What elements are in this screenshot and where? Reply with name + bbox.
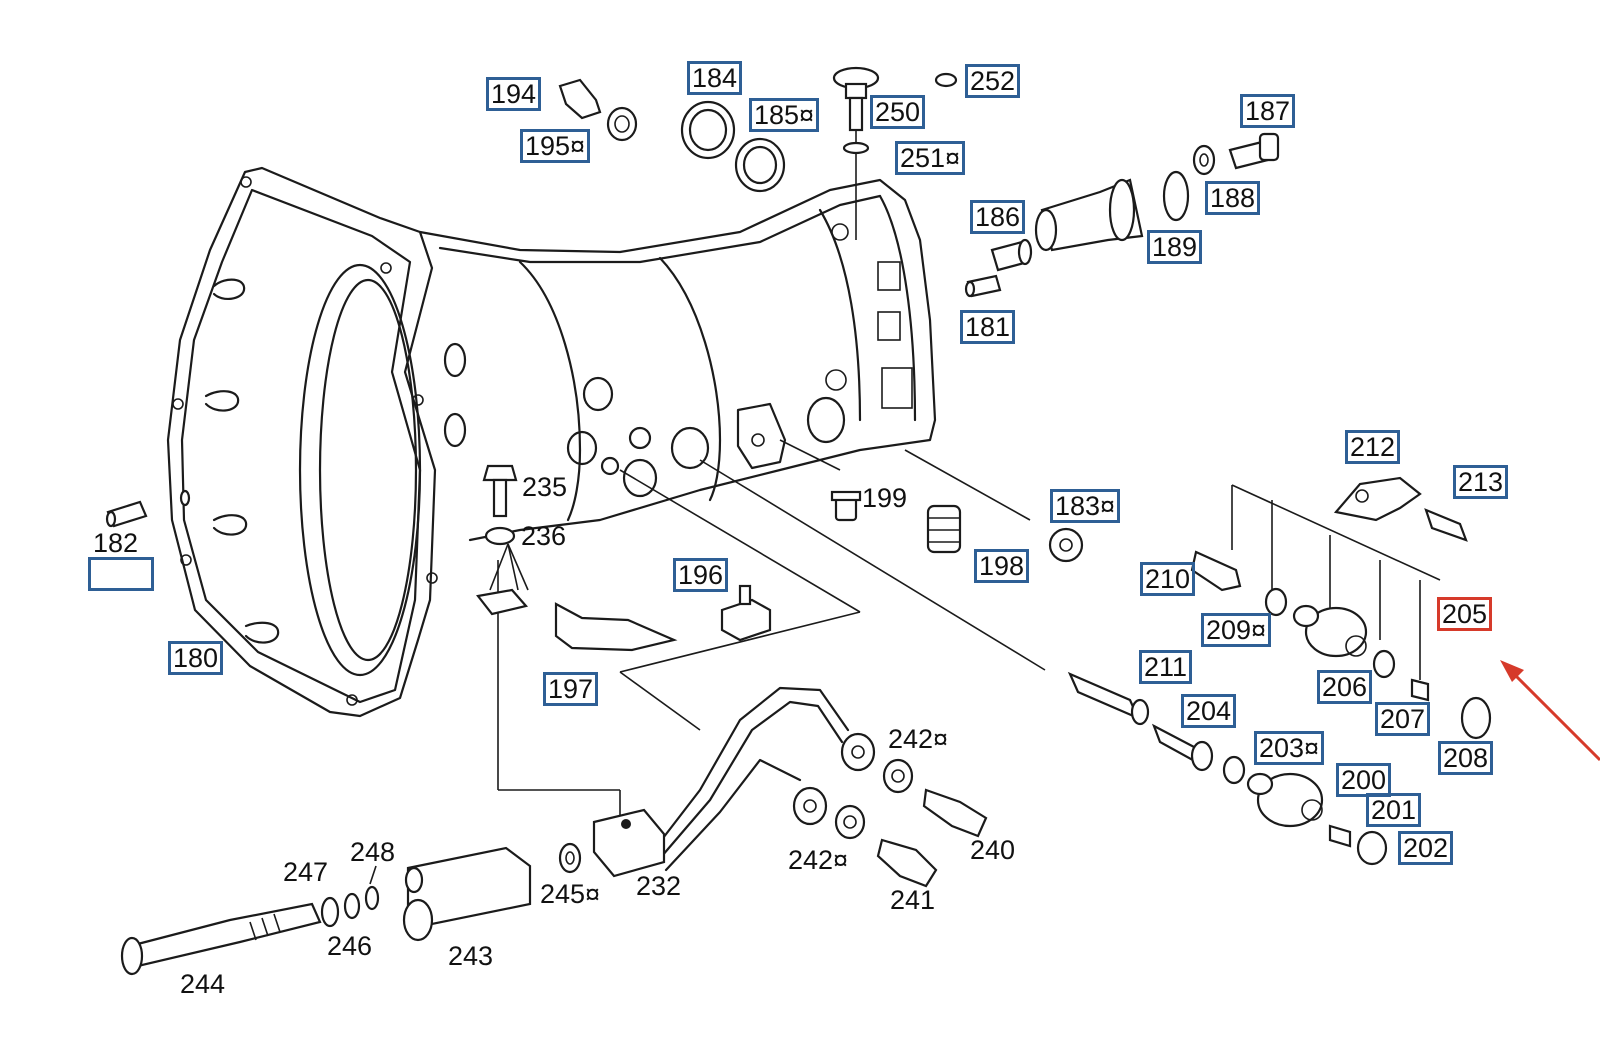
callout-189[interactable]: 189 [1147, 230, 1203, 264]
callout-244: 244 [180, 969, 226, 999]
callout-200[interactable]: 200 [1336, 763, 1392, 797]
callout-199: 199 [862, 483, 908, 513]
arrow-pointer-icon [1500, 660, 1600, 762]
callout-210[interactable]: 210 [1140, 562, 1196, 596]
callout-182: 182 [93, 528, 139, 558]
callout-248: 248 [350, 837, 396, 867]
callout-209[interactable]: 209¤ [1201, 613, 1272, 647]
callout-212[interactable]: 212 [1345, 430, 1401, 464]
callout-182-box[interactable] [88, 557, 154, 591]
callout-213[interactable]: 213 [1453, 465, 1509, 499]
callout-241: 241 [890, 885, 936, 915]
callout-250[interactable]: 250 [870, 95, 926, 129]
callout-252[interactable]: 252 [965, 64, 1021, 98]
callout-203[interactable]: 203¤ [1254, 731, 1325, 765]
parts [105, 66, 1492, 976]
callout-240: 240 [970, 835, 1016, 865]
callout-186[interactable]: 186 [970, 200, 1026, 234]
callout-232: 232 [636, 871, 682, 901]
callout-247: 247 [283, 857, 329, 887]
callout-211[interactable]: 211 [1139, 650, 1193, 684]
callout-242-lower: 242¤ [788, 845, 849, 875]
callout-242-upper: 242¤ [888, 724, 949, 754]
callout-235: 235 [522, 472, 568, 502]
transmission-housing [166, 166, 937, 718]
callout-206[interactable]: 206 [1317, 670, 1373, 704]
callout-184[interactable]: 184 [687, 61, 743, 95]
callout-236: 236 [521, 521, 567, 551]
callout-197[interactable]: 197 [543, 672, 599, 706]
callout-185[interactable]: 185¤ [749, 98, 820, 132]
callout-188[interactable]: 188 [1205, 181, 1261, 215]
callout-194[interactable]: 194 [486, 77, 542, 111]
callout-198[interactable]: 198 [974, 549, 1030, 583]
callout-208[interactable]: 208 [1438, 741, 1494, 775]
callout-205-selected[interactable]: 205 [1437, 597, 1493, 631]
callout-251[interactable]: 251¤ [895, 141, 966, 175]
callout-245: 245¤ [540, 879, 601, 909]
callout-180[interactable]: 180 [168, 641, 224, 675]
callout-181[interactable]: 181 [960, 310, 1016, 344]
callout-202[interactable]: 202 [1398, 831, 1454, 865]
callout-195[interactable]: 195¤ [520, 129, 591, 163]
callout-187[interactable]: 187 [1240, 94, 1296, 128]
callout-183[interactable]: 183¤ [1050, 489, 1121, 523]
callout-204[interactable]: 204 [1181, 694, 1237, 728]
callout-243: 243 [448, 941, 494, 971]
callout-246: 246 [327, 931, 373, 961]
callout-201[interactable]: 201 [1366, 793, 1422, 827]
callout-207[interactable]: 207 [1375, 702, 1431, 736]
callout-196[interactable]: 196 [673, 558, 729, 592]
